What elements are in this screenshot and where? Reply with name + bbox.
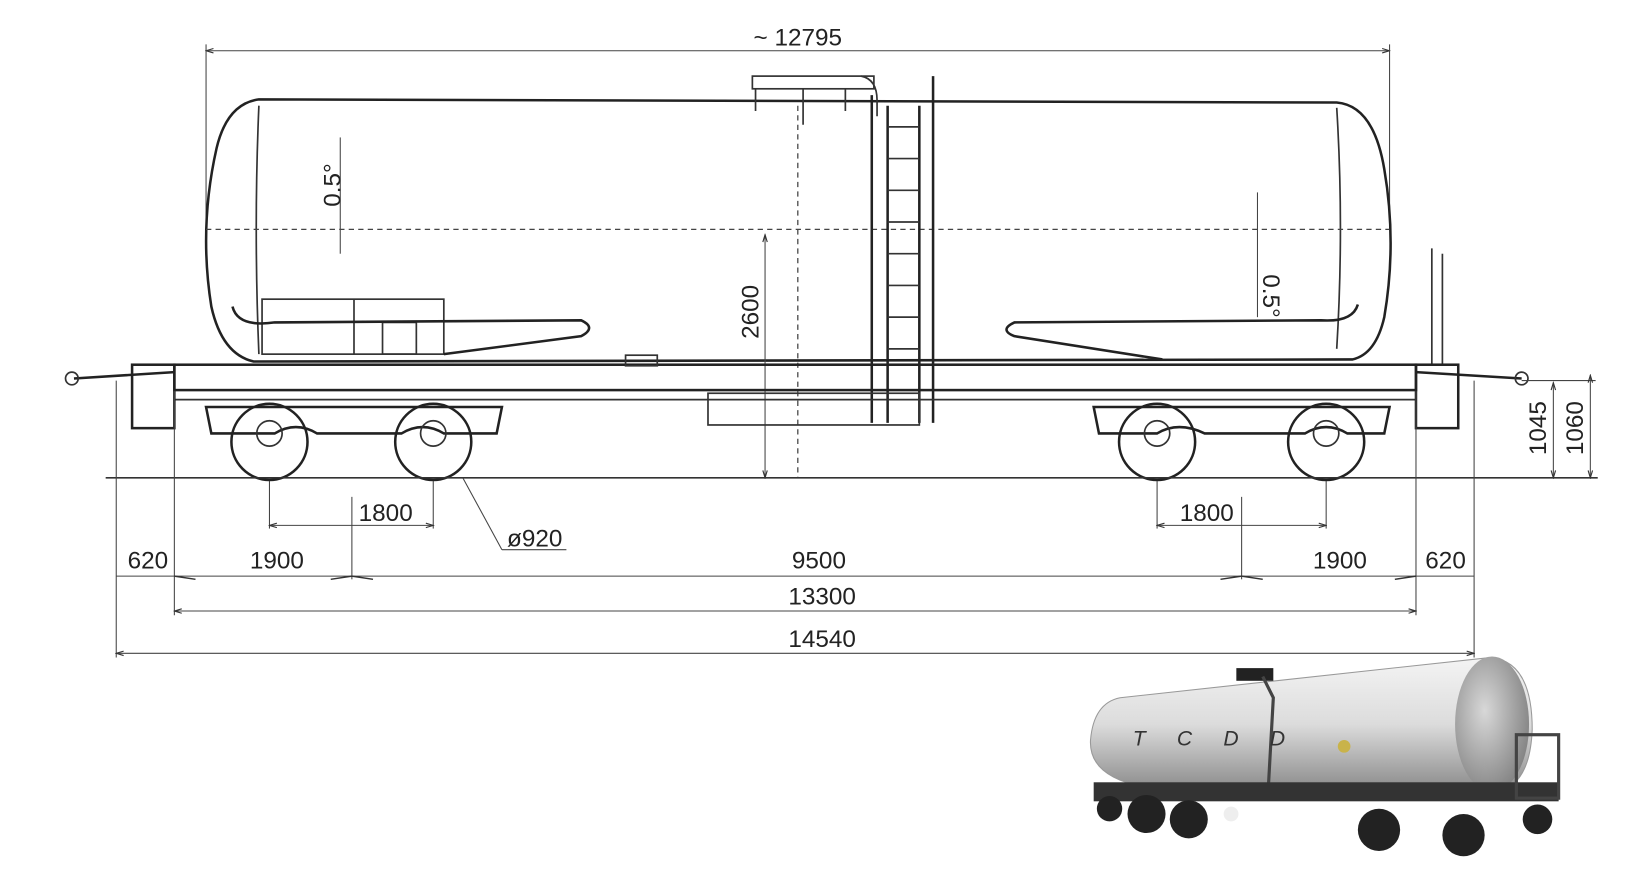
- tank-length-label: ~ 12795: [754, 24, 842, 51]
- svg-text:1800: 1800: [1180, 500, 1234, 527]
- tilt-left-dimension: 0.5°: [319, 137, 346, 254]
- svg-text:1900: 1900: [1313, 548, 1367, 575]
- svg-text:620: 620: [128, 548, 169, 575]
- walkway-left: [231, 298, 591, 356]
- dome-platform: [751, 75, 878, 125]
- svg-text:620: 620: [1425, 548, 1466, 575]
- wheel: [230, 402, 309, 482]
- length-dimensions: 620 1900 9500 1900 620 13300 14540: [116, 380, 1474, 658]
- tank-length-dimension: ~ 12795: [206, 24, 1390, 228]
- tank-body: [204, 98, 1392, 478]
- svg-text:14540: 14540: [788, 626, 856, 653]
- svg-text:1060: 1060: [1562, 401, 1589, 455]
- wheel: [393, 402, 473, 482]
- tcdd-lettering: T C D D: [1133, 727, 1298, 750]
- svg-text:ø920: ø920: [507, 526, 562, 553]
- wheel: [1286, 402, 1366, 482]
- bogie-left: [204, 402, 504, 482]
- wagon-photo: T C D D: [1089, 656, 1561, 857]
- svg-text:0.5°: 0.5°: [319, 163, 346, 207]
- wheelbase-dimensions: 1800 1800 ø920: [269, 477, 1326, 553]
- height-dimensions: 1045 1060: [1521, 375, 1596, 478]
- svg-text:9500: 9500: [792, 548, 846, 575]
- ladder: [870, 76, 935, 423]
- svg-text:2600: 2600: [738, 285, 765, 339]
- bogie-right: [1092, 402, 1392, 482]
- tank-height-dimension: 2600: [738, 235, 765, 478]
- svg-text:1045: 1045: [1525, 401, 1552, 455]
- walkway-right: [1005, 248, 1444, 365]
- svg-text:0.5°: 0.5°: [1257, 274, 1284, 318]
- svg-text:1800: 1800: [359, 500, 413, 527]
- tilt-right-dimension: 0.5°: [1257, 192, 1284, 318]
- svg-text:1900: 1900: [250, 548, 304, 575]
- svg-text:13300: 13300: [788, 584, 856, 611]
- underframe: [64, 354, 1529, 430]
- wheel: [1117, 402, 1197, 482]
